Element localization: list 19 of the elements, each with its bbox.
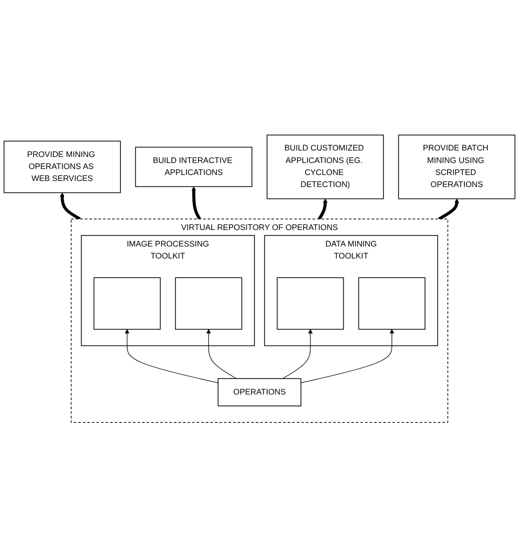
arrow bbox=[300, 329, 394, 384]
arrow bbox=[318, 198, 328, 220]
node-box: PROVIDE BATCH MINING USING SCRIPTED OPERATIONS bbox=[398, 134, 516, 200]
node-box bbox=[175, 278, 242, 330]
arrow bbox=[192, 186, 201, 220]
cluster: IMAGE PROCESSING TOOLKIT bbox=[80, 235, 255, 346]
node-box: BUILD INTERACTIVE APPLICATIONS bbox=[135, 147, 252, 188]
node-box bbox=[358, 278, 426, 330]
node-box bbox=[276, 278, 344, 330]
node-box: PROVIDE MINING OPERATIONS AS WEB SERVICES bbox=[4, 141, 121, 194]
arrow bbox=[438, 198, 459, 221]
arrow bbox=[206, 329, 237, 380]
arrow bbox=[282, 329, 313, 380]
node-box bbox=[94, 278, 161, 330]
arrow bbox=[124, 329, 218, 384]
cluster: DATA MINING TOOLKIT bbox=[264, 235, 438, 346]
node-box: BUILD CUSTOMIZED APPLICATIONS (EG. CYCLONE DETECTION) bbox=[266, 134, 384, 200]
node-box: OPERATIONS bbox=[218, 378, 302, 407]
arrow bbox=[60, 192, 81, 221]
